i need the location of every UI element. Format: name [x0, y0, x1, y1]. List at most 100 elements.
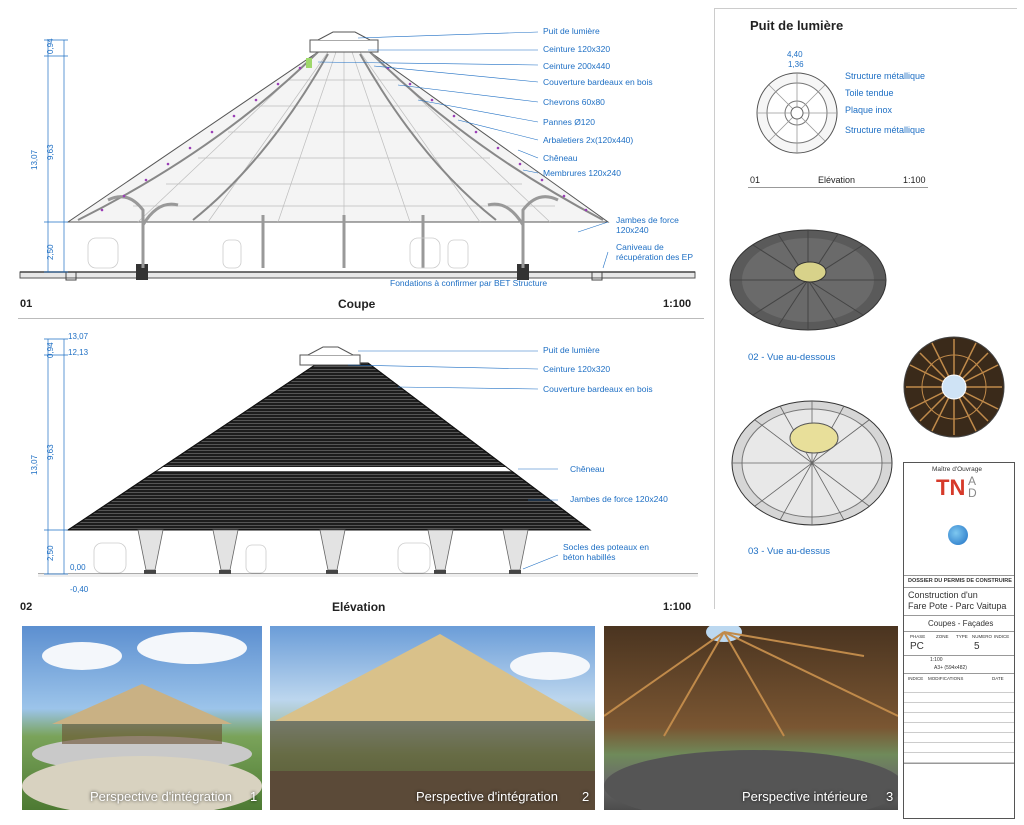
- hdr-type: TYPE: [956, 634, 968, 639]
- perspective-2-caption: Perspective d'intégration: [416, 789, 558, 804]
- perspective-2: Perspective d'intégration 2: [270, 626, 595, 810]
- sheet-title: Coupes - Façades: [928, 619, 994, 628]
- hdr-zone: ZONE: [936, 634, 949, 639]
- elev-dim-base: 2,50: [46, 545, 55, 561]
- puit-note-4: Structure métallique: [845, 125, 926, 135]
- elev-note-puit: Puit de lumière: [543, 345, 600, 355]
- format-value: A3+ (594x482): [934, 665, 967, 671]
- coupe-dim-base: 2,50: [46, 244, 55, 260]
- coupe-note-pannes: Pannes Ø120: [543, 117, 595, 127]
- coupe-scale: 1:100: [663, 298, 692, 310]
- coupe-number: 01: [20, 298, 33, 310]
- elev-note-jambes: Jambes de force 120x240: [570, 494, 668, 504]
- view-below-label: 02 - Vue au-dessous: [748, 352, 836, 363]
- mods-indice: INDICE: [908, 676, 924, 681]
- perspective-1-caption: Perspective d'intégration: [90, 789, 232, 804]
- phase-value: PC: [910, 641, 924, 652]
- cart-sep-4: [904, 631, 1014, 632]
- cart-sep-2: [904, 587, 1014, 588]
- cart-sep-3: [904, 615, 1014, 616]
- puit-label: Elévation: [818, 175, 856, 185]
- hdr-indice: INDICE: [994, 634, 1010, 639]
- coupe-dim-top: 0,94: [46, 38, 55, 54]
- perspective-2-num: 2: [582, 789, 590, 804]
- elev-scale: 1:100: [663, 601, 692, 613]
- island-logo-icon: [948, 525, 968, 545]
- elev-note-cheneau: Chêneau: [570, 464, 605, 474]
- perspective-3-caption: Perspective intérieure: [742, 789, 868, 804]
- divider: [18, 318, 704, 319]
- puit-note-1: Structure métallique: [845, 71, 926, 81]
- view-above-drawing: [731, 400, 893, 526]
- coupe-note-puit: Puit de lumière: [543, 26, 600, 36]
- puit-dim1: 4,40: [787, 50, 803, 59]
- hdr-numero: NUMERO: [972, 634, 992, 639]
- puit-note-3: Plaque inox: [845, 105, 893, 115]
- coupe-dim-total: 13,07: [30, 149, 39, 170]
- puit-dim2: 1,36: [788, 60, 804, 69]
- coupe-note-cheneau: Chêneau: [543, 153, 578, 163]
- owner-label: Maître d'Ouvrage: [932, 466, 983, 473]
- puit-note-2: Toile tendue: [845, 88, 894, 98]
- view-above-label: 03 - Vue au-dessus: [748, 546, 831, 557]
- coupe-note-jambes: Jambes de force 120x240: [616, 215, 679, 235]
- mods-date: DATE: [992, 676, 1004, 681]
- coupe-title: Coupe: [338, 297, 376, 311]
- section-elevation: 13,07 12,13 0,94 13,07 9,63 2,50 0,00 -0…: [18, 325, 708, 620]
- coupe-note-membrures: Membrures 120x240: [543, 168, 621, 178]
- logo-tn: TN: [936, 475, 966, 500]
- perspective-1-render: [22, 632, 262, 810]
- elev-dim-total: 13,07: [30, 454, 39, 475]
- hdr-phase: PHASE: [910, 634, 926, 639]
- perspective-1: Perspective d'intégration 1: [22, 626, 262, 810]
- elev-title: Elévation: [332, 600, 386, 614]
- number-value: 5: [974, 641, 980, 652]
- scale-value: 1:100: [930, 657, 943, 663]
- cart-sep-5: [904, 655, 1014, 656]
- elev-note-couverture: Couverture bardeaux en bois: [543, 384, 653, 394]
- coupe-drawing: [19, 31, 696, 281]
- view-below-drawing: [729, 229, 887, 331]
- elev-ground: 0,00: [70, 563, 86, 572]
- elev-dim-middle: 9,63: [46, 444, 55, 460]
- elev-note-ceinture: Ceinture 120x320: [543, 364, 611, 374]
- elev-level-top: 13,07: [68, 332, 89, 341]
- coupe-note-ceinture2: Ceinture 200x440: [543, 61, 611, 71]
- perspective-3-render: [604, 626, 898, 810]
- puit-elevation-drawing: [756, 72, 838, 154]
- elev-number: 02: [20, 601, 33, 613]
- cart-sep-1: [904, 575, 1014, 576]
- elev-note-socles: Socles des poteaux en béton habillés: [563, 542, 650, 562]
- cart-sep-6: [904, 673, 1014, 674]
- section-coupe: 0,94 13,07 9,63 2,50 Puit de lumière Cei…: [18, 10, 708, 315]
- coupe-note-chevrons: Chevrons 60x80: [543, 97, 605, 107]
- right-panel-frame: [714, 8, 1017, 609]
- puit-underline: [748, 187, 928, 188]
- folder-label: DOSSIER DU PERMIS DE CONSTRUIRE: [908, 578, 1012, 584]
- project-title: Construction d'un Fare Pote - Parc Vaitu…: [908, 590, 1007, 611]
- coupe-foundation-note: Fondations à confirmer par BET Structure: [390, 278, 548, 288]
- cart-sep-8: [904, 763, 1014, 764]
- perspective-2-render: [270, 634, 595, 810]
- coupe-note-couverture: Couverture bardeaux en bois: [543, 77, 653, 87]
- mods-label: MODIFICATIONS: [928, 676, 964, 681]
- puit-title: Puit de lumière: [750, 18, 844, 33]
- perspective-3: Perspective intérieure 3: [604, 626, 898, 810]
- coupe-note-caniveau: Caniveau de récupération des EP: [616, 242, 694, 262]
- elev-below: -0,40: [70, 585, 89, 594]
- puit-scale: 1:100: [903, 175, 926, 185]
- perspective-3-num: 3: [886, 789, 894, 804]
- perspective-1-num: 1: [250, 789, 258, 804]
- coupe-note-ceinture1: Ceinture 120x320: [543, 44, 611, 54]
- elev-level-mid: 12,13: [68, 348, 89, 357]
- elev-dim-top: 0,94: [46, 342, 55, 358]
- elevation-drawing: [38, 338, 698, 577]
- coupe-note-arbaletiers: Arbaletiers 2x(120x440): [543, 135, 634, 145]
- mods-table: [904, 683, 1014, 763]
- puit-number: 01: [750, 175, 761, 185]
- interior-round-thumb: [903, 336, 1005, 438]
- coupe-dim-middle: 9,63: [46, 144, 55, 160]
